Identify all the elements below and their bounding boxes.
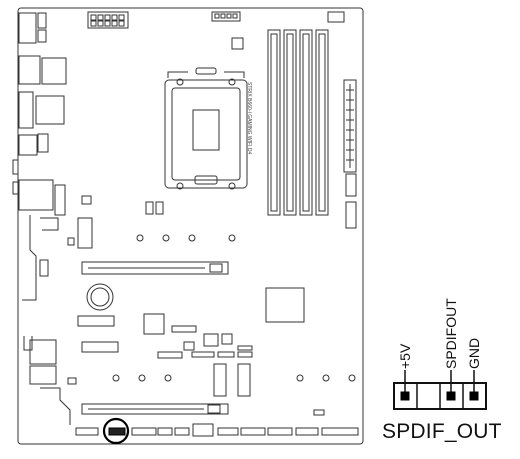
pin-gnd — [469, 391, 479, 401]
spdif-header-on-board — [102, 417, 130, 445]
pin-label-spdifout: SPDIFOUT — [443, 298, 459, 369]
mid-components — [39, 195, 236, 277]
pin-label-gnd: GND — [466, 337, 482, 369]
rear-io-panel — [12, 12, 67, 301]
pin-label-5v: +5V — [397, 343, 413, 369]
chipset-area — [77, 283, 305, 397]
board-model-text: STRIX B660-I GAMING WIFI D4 — [246, 82, 252, 155]
atx-power-connector — [343, 79, 357, 229]
pin-5v — [400, 391, 410, 401]
dimm-slots — [267, 29, 329, 216]
board-outline — [17, 7, 364, 445]
cpu-socket — [164, 67, 248, 190]
pcie-slot-top — [81, 261, 229, 275]
left-lower-region — [23, 336, 356, 425]
pcie-slot-bottom — [81, 403, 325, 416]
header-title: SPDIF_OUT — [382, 420, 502, 443]
pin-spdifout — [446, 391, 456, 401]
spdif-highlight-circle — [102, 417, 130, 445]
top-connectors — [87, 11, 345, 50]
spdif-pinout — [393, 370, 487, 410]
